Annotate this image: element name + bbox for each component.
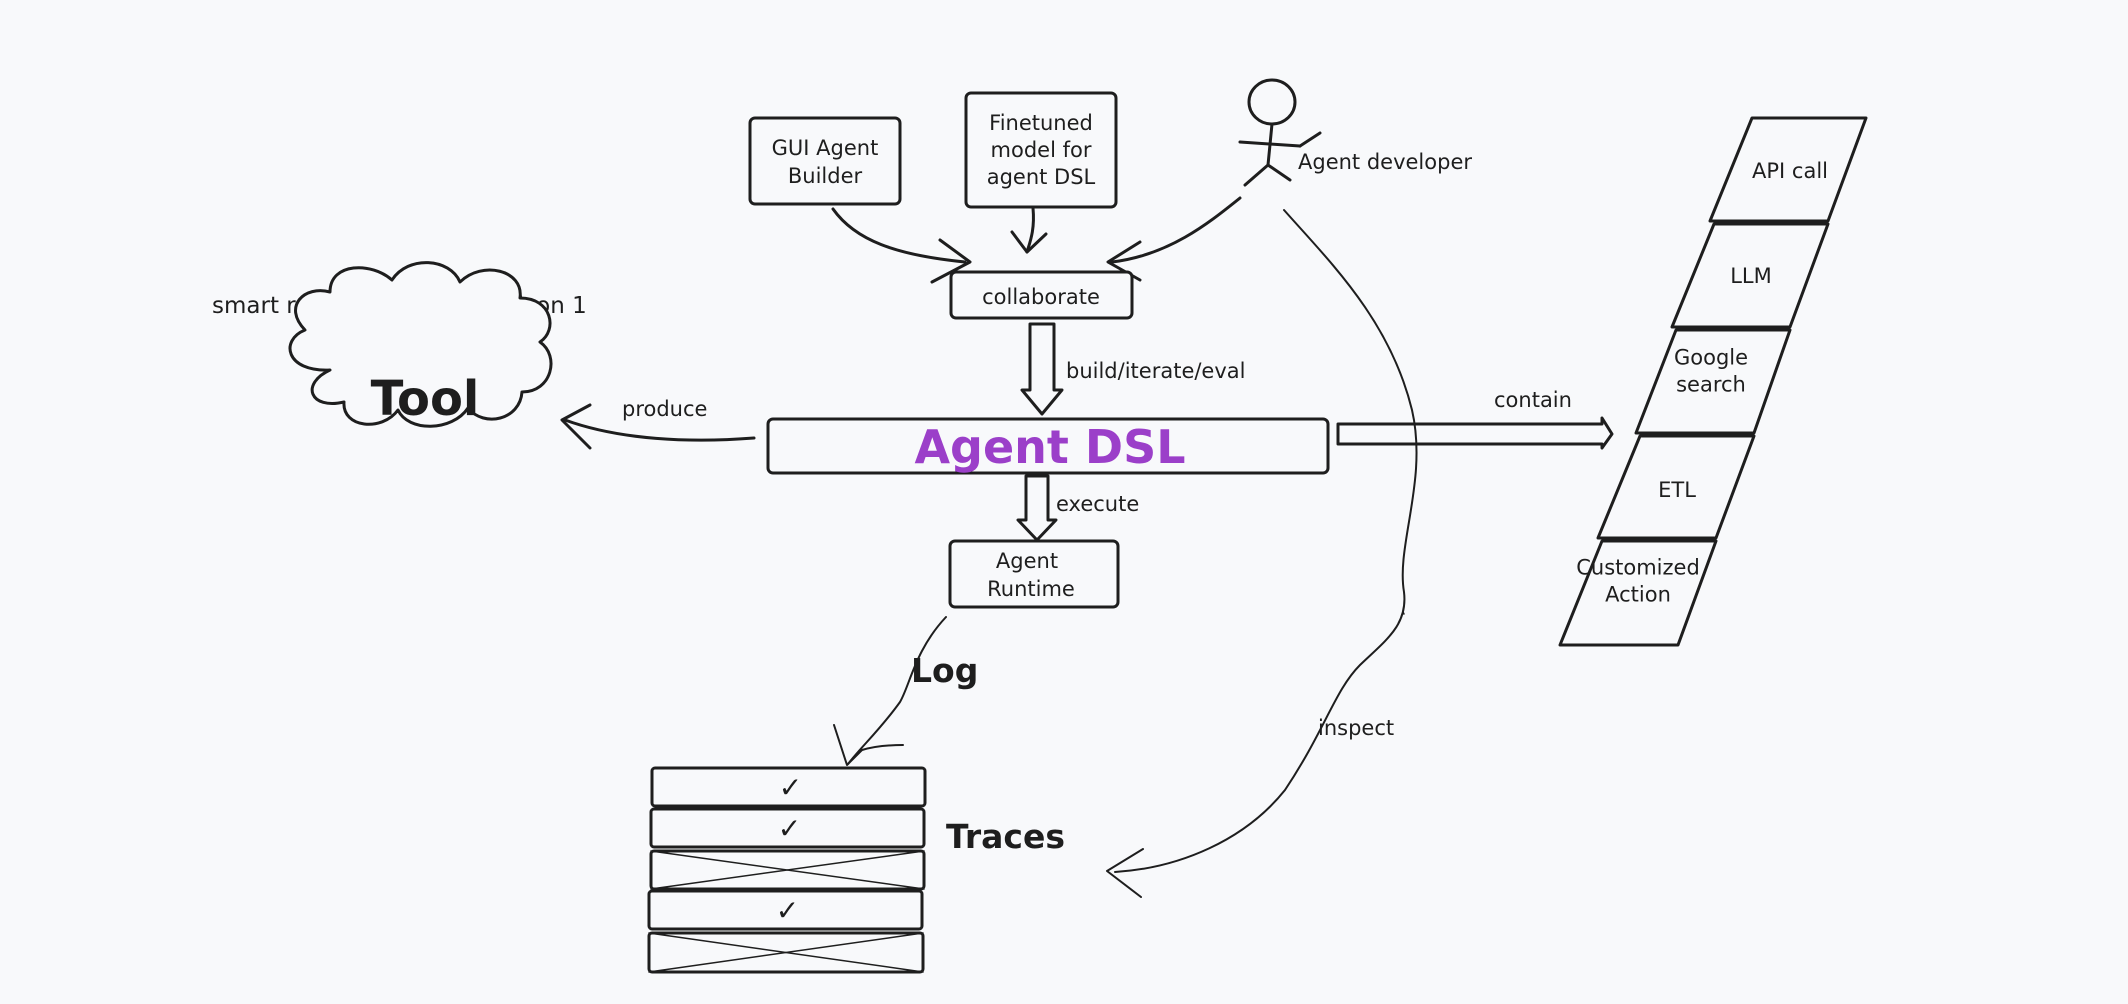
trace-success-check-icon: ✓ [779, 771, 802, 804]
action-cell-4: ETL [1596, 434, 1756, 540]
execute-label: execute [1056, 492, 1139, 516]
build-iterate-eval-arrow [1020, 322, 1064, 416]
tool-cloud: Tool [288, 261, 553, 428]
trace-failure-cross-icon [648, 932, 924, 973]
action-label: search [1676, 373, 1746, 397]
execute-arrow [1016, 474, 1058, 542]
log-arrow [833, 616, 947, 766]
finetuned-model-label-line2: model for [991, 138, 1092, 162]
agent-runtime-label-line2: Runtime [987, 577, 1075, 601]
build-iterate-eval-label: build/iterate/eval [1066, 359, 1245, 383]
trace-row-box [650, 766, 927, 808]
gui-agent-builder-label-line2: Builder [788, 164, 863, 188]
agent-developer-label: Agent developer [1298, 150, 1472, 174]
agent-runtime-label-line1: Agent [996, 549, 1058, 573]
traces-stack: ✓ ✓ ✓ [647, 766, 927, 974]
gui-builder-to-collaborate-arrow [831, 207, 972, 284]
gui-agent-builder-label-line1: GUI Agent [772, 136, 879, 160]
trace-row-box [649, 807, 926, 849]
trace-success-check-icon: ✓ [776, 894, 799, 927]
trace-success-check-icon: ✓ [778, 812, 801, 845]
action-cell-shape [1634, 328, 1792, 435]
log-label: Log [911, 651, 978, 690]
trace-row-2: ✓ [649, 807, 926, 849]
action-cell-2: LLM [1670, 222, 1830, 329]
finetuned-model-box: Finetuned model for agent DSL [964, 91, 1118, 209]
trace-row-3 [649, 849, 926, 891]
tool-label: Tool [371, 371, 480, 427]
action-cell-shape [1558, 539, 1718, 647]
action-cell-1: API call [1708, 116, 1868, 223]
trace-failure-cross-icon [650, 850, 925, 890]
trace-row-box [647, 889, 924, 931]
action-label: Customized [1576, 556, 1700, 580]
traces-label: Traces [946, 817, 1065, 856]
finetuned-to-collaborate-arrow [1010, 206, 1048, 254]
inspect-label: inspect [1318, 716, 1394, 740]
action-cell-3: Google search [1634, 328, 1792, 435]
action-cell-shape [1708, 116, 1868, 223]
finetuned-model-label-line3: agent DSL [987, 165, 1096, 189]
action-label: Action [1605, 583, 1671, 607]
produce-arrow [560, 403, 756, 450]
agent-dsl-box: Agent DSL [766, 417, 1330, 475]
collaborate-label: collaborate [982, 285, 1100, 309]
action-label: Google [1674, 346, 1748, 370]
developer-to-collaborate-arrow [1106, 196, 1242, 282]
agent-runtime-box: Agent Runtime [948, 539, 1120, 609]
collaborate-box: collaborate [949, 270, 1134, 320]
trace-row-1: ✓ [650, 766, 927, 808]
gui-agent-builder-box: GUI Agent Builder [748, 116, 902, 206]
inspect-arrow [1106, 209, 1418, 898]
finetuned-model-label-line1: Finetuned [989, 111, 1093, 135]
produce-label: produce [622, 397, 707, 421]
trace-row-4: ✓ [647, 889, 924, 931]
action-cell-shape [1596, 434, 1756, 540]
trace-row-5 [647, 931, 925, 974]
action-cell-shape [1670, 222, 1830, 329]
agent-dsl-label: Agent DSL [914, 420, 1185, 474]
action-label: LLM [1730, 264, 1772, 288]
action-label: API call [1752, 159, 1828, 183]
contain-label: contain [1494, 388, 1572, 412]
contain-arrow [1336, 416, 1614, 450]
action-label: ETL [1658, 478, 1696, 502]
agent-developer-figure [1238, 78, 1322, 187]
